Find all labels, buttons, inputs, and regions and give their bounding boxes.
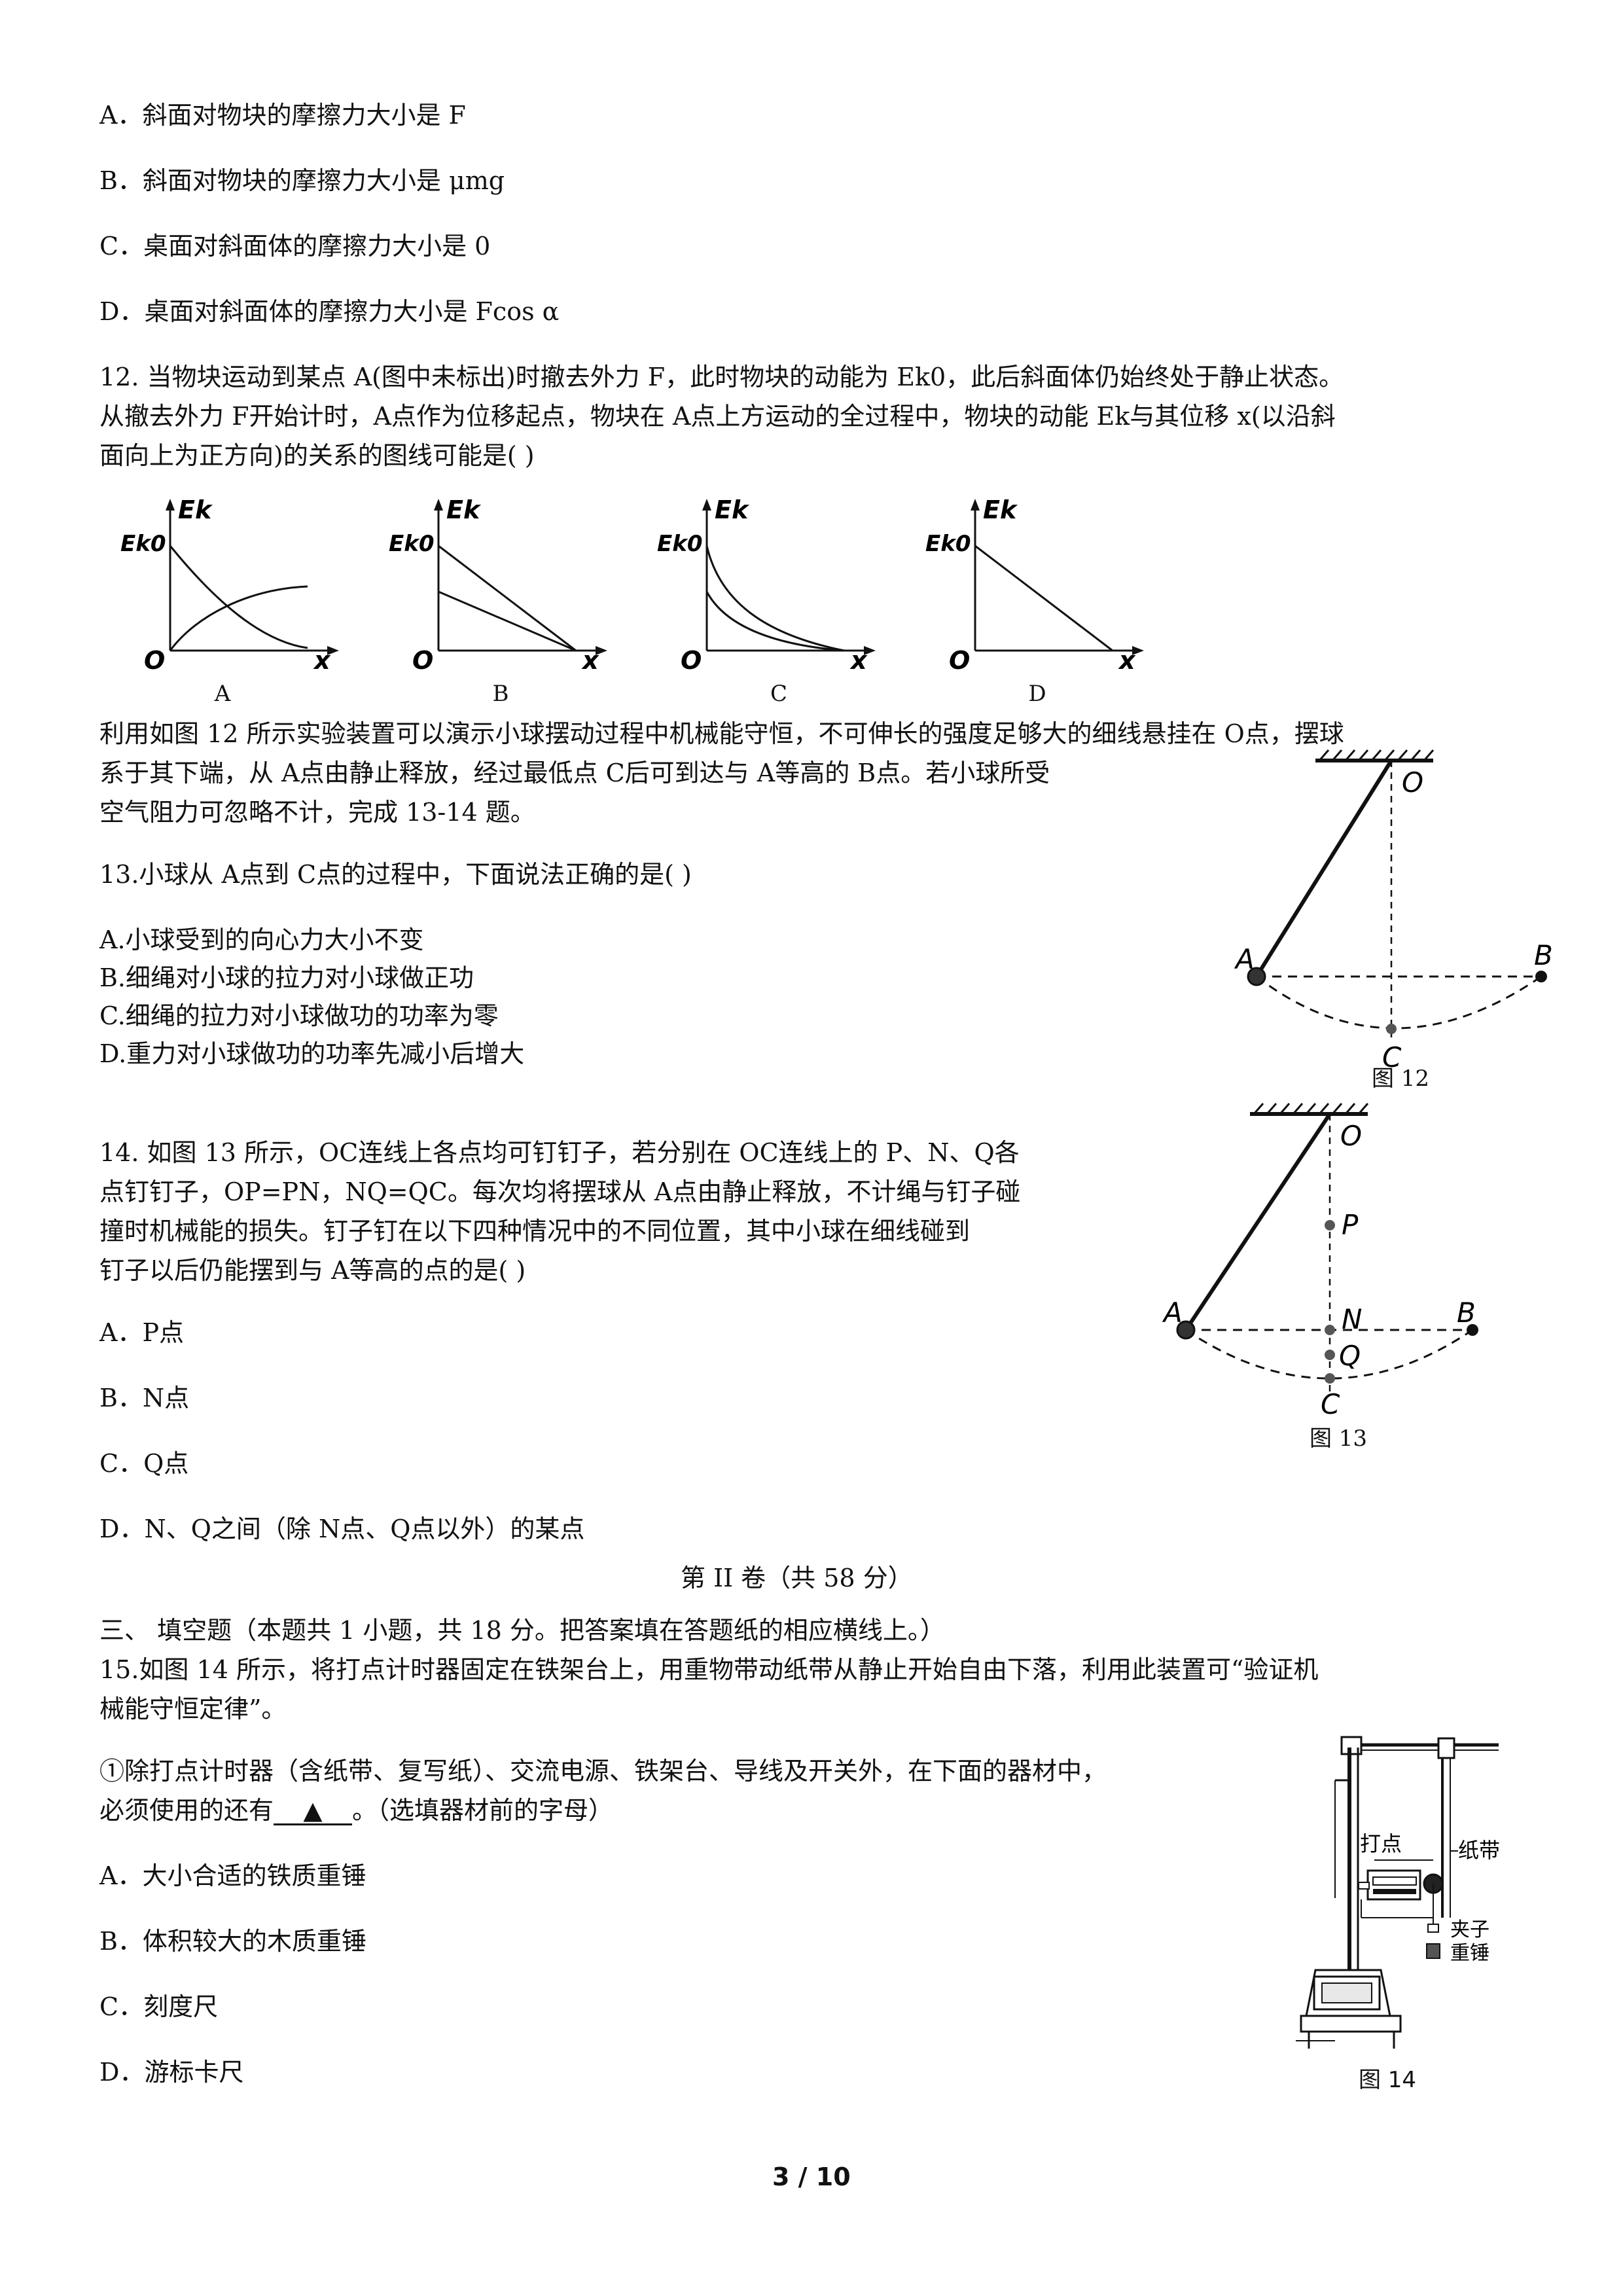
fig13-label-b: B: [1457, 1297, 1476, 1329]
graph-c-origin: O: [681, 646, 702, 674]
q15-option-d: D．游标卡尺: [99, 2058, 244, 2087]
q15-option-b: B．体积较大的木质重锤: [99, 1927, 366, 1956]
q15-option-a: A．大小合适的铁质重锤: [99, 1861, 366, 1890]
q13-option-b: B.细绳对小球的拉力对小球做正功: [99, 963, 474, 992]
fig14-label-jiazi: 夹子: [1450, 1918, 1489, 1941]
fig12-caption: 图 12: [1371, 1066, 1430, 1092]
q14-option-c: C．Q点: [99, 1449, 189, 1478]
q15-stem-line2: 械能守恒定律”。: [99, 1695, 287, 1723]
graph-b-ek0-label: Ek0: [389, 531, 435, 557]
q13-option-c: C.细绳的拉力对小球做功的功率为零: [99, 1001, 499, 1030]
q14-stem-line3: 撞时机械能的损失。钉子钉在以下四种情况中的不同位置，其中小球在细线碰到: [99, 1217, 971, 1246]
intro-line2: 系于其下端，从 A点由静止释放，经过最低点 C后可到达与 A等高的 B点。若小球…: [99, 759, 1050, 787]
q14-stem-line4: 钉子以后仍能摆到与 A等高的点的是( ): [99, 1256, 526, 1285]
graph-c-ek0-label: Ek0: [657, 531, 703, 557]
graph-a-ek-label: Ek: [178, 495, 213, 524]
q13-stem: 13.小球从 A点到 C点的过程中，下面说法正确的是( ): [99, 860, 692, 889]
graph-c-x-label: x: [849, 646, 868, 674]
graph-a-origin: O: [144, 646, 165, 674]
fig13-label-o: O: [1340, 1120, 1362, 1152]
q15-sub1-line2: 必须使用的还有▲。（选填器材前的字母）: [99, 1793, 613, 1827]
graph-d-origin: O: [949, 646, 970, 674]
answer-blank[interactable]: ▲: [274, 1797, 353, 1825]
graph-a-caption: A: [214, 681, 231, 707]
fig13-label-p: P: [1342, 1209, 1359, 1241]
q14-option-a: A．P点: [99, 1318, 185, 1347]
graph-b-origin: O: [412, 646, 433, 674]
graph-b-ek-label: Ek: [446, 495, 482, 524]
graph-c-caption: C: [770, 681, 787, 707]
intro-line1: 利用如图 12 所示实验装置可以演示小球摆动过程中机械能守恒，不可伸长的强度足够…: [99, 719, 1344, 748]
q11-option-d: D．桌面对斜面体的摩擦力大小是 Fcos α: [99, 297, 560, 326]
graph-b-caption: B: [492, 681, 509, 707]
fig14-label-dadian: 打点: [1360, 1831, 1402, 1856]
fig12-label-b: B: [1534, 939, 1553, 971]
graph-a-x-label: x: [313, 646, 331, 674]
graph-c-ek-label: Ek: [715, 495, 750, 524]
graph-a: Ek Ek0 O x: [118, 491, 340, 675]
q12-stem-line3: 面向上为正方向)的关系的图线可能是( ): [99, 441, 535, 470]
fig13-label-a: A: [1162, 1297, 1183, 1329]
graph-d-ek0-label: Ek0: [925, 531, 971, 557]
graph-b: Ek Ek0 O x: [386, 491, 609, 675]
figure-13-pendulum-nails: O P A N B Q C: [1152, 1100, 1505, 1440]
q15-sub1-suffix: 。（选填器材前的字母）: [352, 1796, 614, 1825]
graph-d-ek-label: Ek: [983, 495, 1018, 524]
fig12-label-c: C: [1382, 1041, 1402, 1073]
part2-title: 第 II 卷（共 58 分）: [681, 1564, 913, 1592]
q14-stem-line1: 14. 如图 13 所示，OC连线上各点均可钉钉子，若分别在 OC连线上的 P、…: [99, 1138, 1020, 1167]
page-number: 3 / 10: [772, 2162, 851, 2191]
figure-14-timer-apparatus: 打点 纸带 夹子 重锤: [1296, 1728, 1512, 2094]
graph-a-ek0-label: Ek0: [120, 531, 166, 557]
q11-option-b: B．斜面对物块的摩擦力大小是 μmg: [99, 166, 505, 195]
figure-12-pendulum: O A B C: [1217, 746, 1571, 1086]
q11-option-c: C．桌面对斜面体的摩擦力大小是 0: [99, 232, 491, 260]
q12-stem-line2: 从撤去外力 F开始计时，A点作为位移起点，物块在 A点上方运动的全过程中，物块的…: [99, 402, 1336, 431]
fig13-label-n: N: [1342, 1303, 1362, 1335]
q13-option-a: A.小球受到的向心力大小不变: [99, 925, 424, 954]
fig13-label-c: C: [1321, 1388, 1340, 1420]
fig13-caption: 图 13: [1309, 1426, 1368, 1452]
fig12-label-o: O: [1402, 766, 1423, 798]
graph-d: Ek Ek0 O x: [923, 491, 1145, 675]
q15-option-c: C．刻度尺: [99, 1992, 219, 2021]
q11-option-a: A．斜面对物块的摩擦力大小是 F: [99, 101, 466, 130]
fig14-label-zhongchui: 重锤: [1450, 1942, 1489, 1965]
q15-sub1-line1: ①除打点计时器（含纸带、复写纸）、交流电源、铁架台、导线及开关外，在下面的器材中…: [99, 1757, 1107, 1785]
graph-d-caption: D: [1028, 681, 1046, 707]
fig14-caption: 图 14: [1358, 2067, 1417, 2093]
q14-option-d: D．N、Q之间（除 N点、Q点以外）的某点: [99, 1515, 585, 1543]
graph-d-x-label: x: [1118, 646, 1136, 674]
q12-stem-line1: 12. 当物块运动到某点 A(图中未标出)时撤去外力 F，此时物块的动能为 Ek…: [99, 363, 1344, 391]
graph-c: Ek Ek0 O x: [654, 491, 877, 675]
q14-option-b: B．N点: [99, 1384, 190, 1412]
graph-b-x-label: x: [581, 646, 599, 674]
intro-line3: 空气阻力可忽略不计，完成 13-14 题。: [99, 798, 535, 827]
fig14-label-zhidai: 纸带: [1458, 1838, 1500, 1863]
fig13-label-q: Q: [1339, 1340, 1361, 1372]
q15-stem-line1: 15.如图 14 所示，将打点计时器固定在铁架台上，用重物带动纸带从静止开始自由…: [99, 1655, 1319, 1684]
fig12-label-a: A: [1234, 943, 1255, 975]
q13-option-d: D.重力对小球做功的功率先减小后增大: [99, 1039, 525, 1068]
section3-heading: 三、 填空题（本题共 1 小题，共 18 分。把答案填在答题纸的相应横线上。）: [99, 1616, 945, 1645]
q14-stem-line2: 点钉钉子，OP=PN，NQ=QC。每次均将摆球从 A点由静止释放，不计绳与钉子碰: [99, 1177, 1021, 1206]
q15-sub1-prefix: 必须使用的还有: [99, 1796, 274, 1825]
